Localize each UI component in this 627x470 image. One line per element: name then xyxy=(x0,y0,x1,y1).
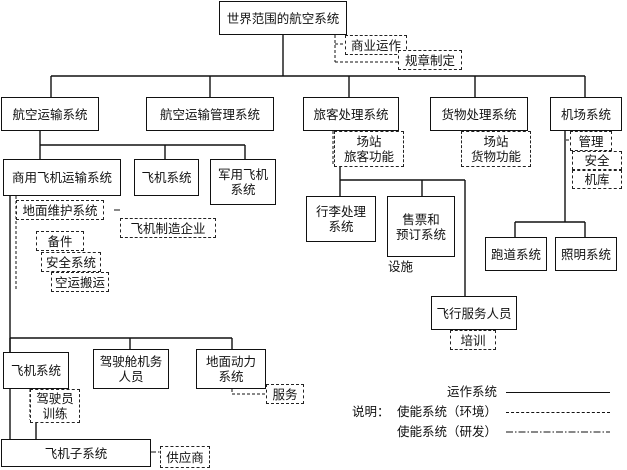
spare-parts-label: 备件 xyxy=(47,233,73,249)
military-aircraft-line2: 系统 xyxy=(230,182,256,197)
supplier-label: 供应商 xyxy=(166,449,204,465)
aircraft-manufacturer-box: 飞机制造企业 xyxy=(120,218,216,238)
ticketing-system-line2: 预订系统 xyxy=(395,226,446,242)
cargo-enablers-box: 场站 货物功能 xyxy=(461,131,531,167)
safety-system-box: 安全系统 xyxy=(41,252,101,272)
cargo-enabler-station: 场站 xyxy=(483,134,509,149)
air-transport-system-label: 航空运输系统 xyxy=(12,106,88,122)
baggage-system-line1: 行李处理 xyxy=(315,204,366,219)
airport-enabler-safety-box: 安全 xyxy=(572,151,622,170)
safety-system-label: 安全系统 xyxy=(45,254,96,270)
runway-system-label: 跑道系统 xyxy=(490,246,541,262)
aircraft-subsystem-label: 飞机子系统 xyxy=(44,445,108,461)
root-enabler-business-label: 商业运作 xyxy=(350,37,401,53)
airport-enabler-safety-label: 安全 xyxy=(584,153,610,168)
airport-enabler-management-box: 管理 xyxy=(570,131,612,151)
passenger-system-box: 旅客处理系统 xyxy=(303,97,399,131)
commercial-aircraft-transport-label: 商用飞机运输系统 xyxy=(11,170,112,185)
legend-operational-label: 运作系统 xyxy=(447,384,498,399)
cockpit-crew-line1: 驾驶舱机务 xyxy=(99,354,163,369)
service-box: 服务 xyxy=(266,384,304,404)
air-transport-system-box: 航空运输系统 xyxy=(1,97,99,131)
aircraft-system-l3-label: 飞机系统 xyxy=(10,363,61,378)
spare-parts-box: 备件 xyxy=(36,231,84,251)
air-cargo-handling-box: 空运搬运 xyxy=(51,272,109,292)
runway-system-box: 跑道系统 xyxy=(485,237,547,271)
root-system-box: 世界范围的航空系统 xyxy=(219,1,347,35)
root-enabler-regulation-box: 规章制定 xyxy=(398,50,462,70)
pilot-training-line2: 训练 xyxy=(42,406,68,421)
ground-power-system-box: 地面动力 系统 xyxy=(196,349,266,389)
training-box: 培训 xyxy=(450,330,496,350)
commercial-aircraft-transport-box: 商用飞机运输系统 xyxy=(3,159,121,196)
baggage-system-line2: 系统 xyxy=(328,219,354,234)
airport-enabler-hangar-box: 机库 xyxy=(572,170,622,189)
air-transport-mgmt-system-box: 航空运输管理系统 xyxy=(146,97,274,131)
pilot-training-box: 驾驶员 训练 xyxy=(30,389,80,423)
cargo-system-box: 货物处理系统 xyxy=(430,97,528,131)
ground-maintenance-box: 地面维护系统 xyxy=(16,200,104,220)
flight-service-personnel-label: 飞行服务人员 xyxy=(436,305,512,321)
passenger-enabler-station: 场站 xyxy=(356,134,382,149)
legend-enabling-dev-label: 使能系统（研发） xyxy=(397,424,498,439)
passenger-enablers-box: 场站 旅客功能 xyxy=(334,131,404,167)
passenger-enabler-function: 旅客功能 xyxy=(343,149,394,164)
air-cargo-handling-label: 空运搬运 xyxy=(54,274,105,290)
root-system-label: 世界范围的航空系统 xyxy=(226,10,340,26)
ground-power-line1: 地面动力 xyxy=(205,354,256,369)
lighting-system-box: 照明系统 xyxy=(555,237,617,271)
legend-operational-line xyxy=(506,392,610,393)
military-aircraft-line1: 军用飞机 xyxy=(217,167,268,182)
passenger-system-label: 旅客处理系统 xyxy=(313,106,389,122)
aircraft-system-label: 飞机系统 xyxy=(141,170,192,185)
cockpit-crew-line2: 人员 xyxy=(118,369,144,384)
root-enabler-business-box: 商业运作 xyxy=(345,35,407,55)
baggage-system-box: 行李处理 系统 xyxy=(306,196,376,242)
ticketing-system-box: 售票和 预订系统 xyxy=(387,196,455,257)
aircraft-subsystem-box: 飞机子系统 xyxy=(1,439,151,467)
military-aircraft-system-box: 军用飞机 系统 xyxy=(210,159,276,205)
lighting-system-label: 照明系统 xyxy=(560,246,611,262)
airport-system-label: 机场系统 xyxy=(560,106,611,122)
airport-enabler-management-label: 管理 xyxy=(578,133,604,149)
aircraft-manufacturer-label: 飞机制造企业 xyxy=(130,220,206,236)
ticketing-system-line1: 售票和 xyxy=(402,211,440,227)
training-label: 培训 xyxy=(460,332,486,348)
airport-enabler-hangar-label: 机库 xyxy=(584,172,610,187)
airport-system-box: 机场系统 xyxy=(550,97,622,131)
aircraft-system-l3-box: 飞机系统 xyxy=(3,352,69,389)
aircraft-system-box: 飞机系统 xyxy=(134,159,199,196)
service-label: 服务 xyxy=(272,386,298,402)
facilities-label: 设施 xyxy=(388,259,414,274)
legend-enabling-env-line xyxy=(506,412,610,413)
pilot-training-line1: 驾驶员 xyxy=(36,391,74,406)
root-enabler-regulation-label: 规章制定 xyxy=(404,52,455,68)
ground-maintenance-label: 地面维护系统 xyxy=(22,202,98,218)
air-transport-mgmt-system-label: 航空运输管理系统 xyxy=(159,106,260,122)
ground-power-line2: 系统 xyxy=(218,369,244,384)
legend-title: 说明： xyxy=(352,404,390,419)
cargo-system-label: 货物处理系统 xyxy=(441,106,517,122)
cockpit-crew-box: 驾驶舱机务 人员 xyxy=(93,349,169,389)
flight-service-personnel-box: 飞行服务人员 xyxy=(431,296,517,330)
legend-enabling-dev-line xyxy=(506,431,610,433)
legend-enabling-env-label: 使能系统（环境） xyxy=(397,404,498,419)
cargo-enabler-function: 货物功能 xyxy=(470,149,521,164)
supplier-box: 供应商 xyxy=(160,446,210,468)
